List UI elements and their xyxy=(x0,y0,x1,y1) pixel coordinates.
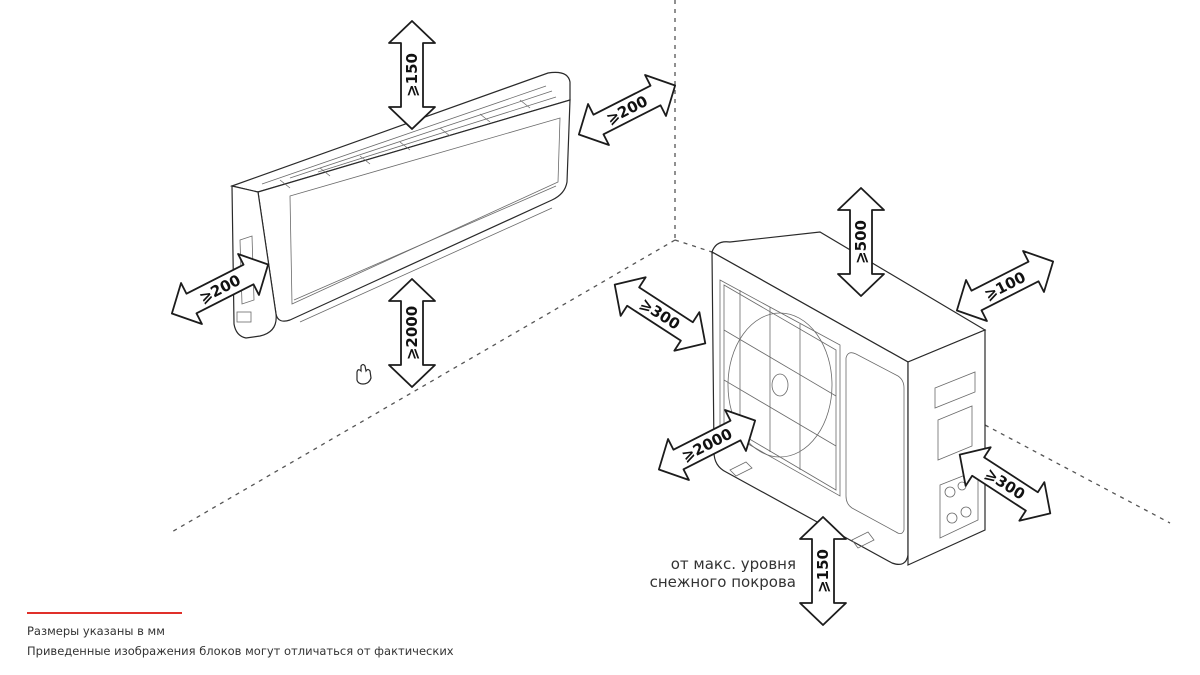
indoor-right-clearance-arrow: ⩾200 xyxy=(577,74,677,146)
indoor-top-clearance-label: ⩾150 xyxy=(403,53,421,97)
indoor-floor-clearance-arrow: ⩾2000 xyxy=(388,278,436,388)
snow-note-line-1: от макс. уровня xyxy=(671,555,796,573)
footer-notes: Размеры указаны в мм Приведенные изображ… xyxy=(27,612,454,661)
outdoor-bottom-clearance-label: ⩾150 xyxy=(814,549,832,593)
indoor-top-grille xyxy=(261,85,557,189)
indoor-floor-clearance-label: ⩾2000 xyxy=(403,306,421,360)
snow-cover-note: от макс. уровня снежного покрова xyxy=(650,555,796,591)
outdoor-top-clearance-arrow: ⩾500 xyxy=(837,187,885,297)
hand-touch-icon xyxy=(356,363,372,385)
outdoor-fan-grille xyxy=(719,279,841,497)
room-corner-guides xyxy=(169,0,1171,534)
snow-note-line-2: снежного покрова xyxy=(650,573,796,591)
disclaimer-note: Приведенные изображения блоков могут отл… xyxy=(27,644,454,658)
outdoor-unit xyxy=(711,231,987,566)
red-divider xyxy=(27,612,182,614)
outdoor-left-clearance-arrow: ⩾300 xyxy=(613,276,707,352)
units-note: Размеры указаны в мм xyxy=(27,624,165,638)
outdoor-top-clearance-label: ⩾500 xyxy=(852,220,870,264)
indoor-top-clearance-arrow: ⩾150 xyxy=(388,20,436,130)
outdoor-bottom-clearance-arrow: ⩾150 xyxy=(799,516,847,626)
indoor-unit xyxy=(229,71,571,339)
